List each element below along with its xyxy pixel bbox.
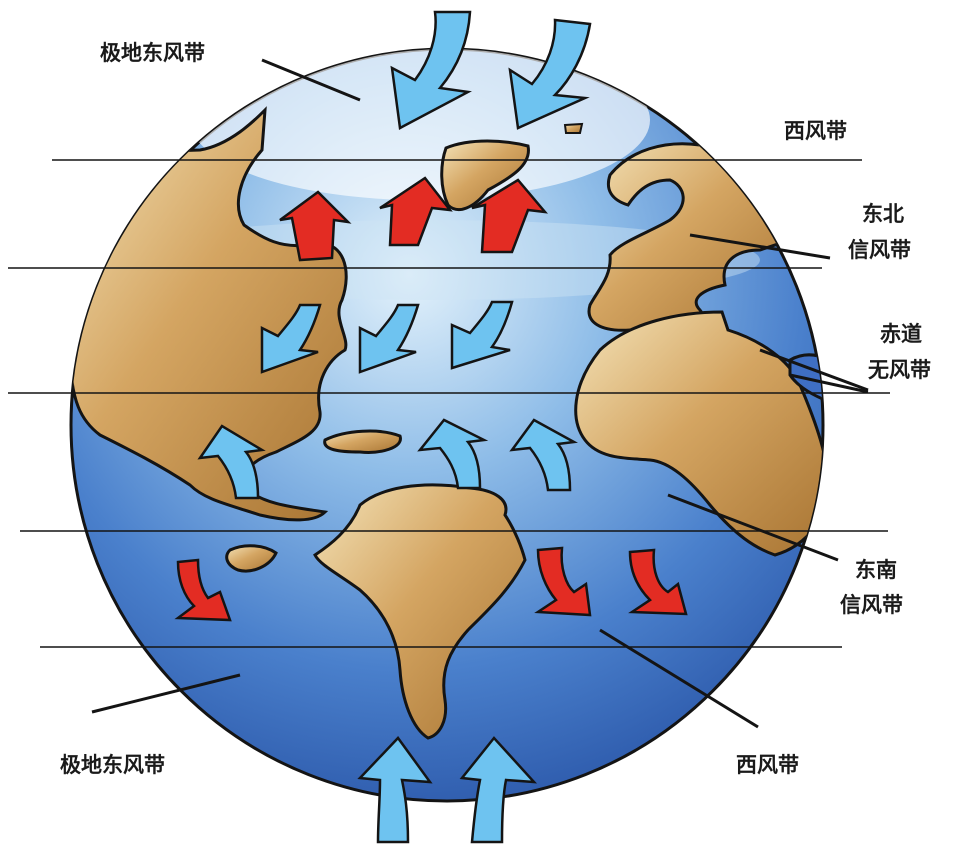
label-se-trade-line2: 信风带 xyxy=(840,593,903,617)
small-island xyxy=(565,124,582,133)
globe xyxy=(60,40,840,801)
label-ne-trade-line1: 东北 xyxy=(862,202,904,226)
label-doldrums-line2: 无风带 xyxy=(868,358,931,382)
caribbean-island xyxy=(325,431,401,452)
label-polar-easterlies-south: 极地东风带 xyxy=(60,753,165,777)
label-westerlies-north: 西风带 xyxy=(784,119,847,143)
label-doldrums-line1: 赤道 xyxy=(880,322,922,346)
label-se-trade-line1: 东南 xyxy=(855,558,897,582)
label-ne-trade-line2: 信风带 xyxy=(848,238,911,262)
label-polar-easterlies-north: 极地东风带 xyxy=(100,41,205,65)
label-westerlies-south: 西风带 xyxy=(736,753,799,777)
